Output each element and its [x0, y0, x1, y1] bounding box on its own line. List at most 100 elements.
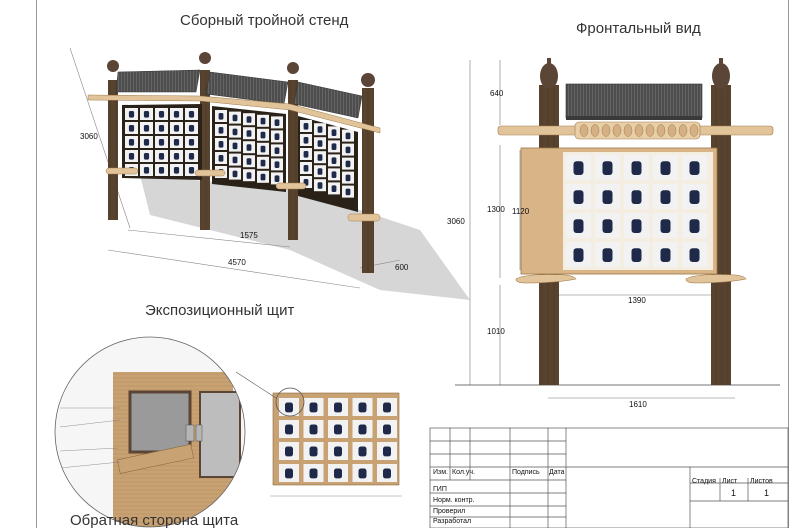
dim-iso-height: 3060 [80, 132, 98, 141]
iso-roof-3 [293, 81, 363, 119]
tile-icon [143, 139, 150, 146]
exhibit-panel-tiles [279, 398, 397, 482]
iso-dim-height-line [69, 47, 131, 229]
tile-icon [309, 468, 318, 479]
tile-icon [128, 125, 135, 132]
tile-icon [317, 126, 323, 133]
dim-front-total-width: 1610 [629, 400, 647, 409]
tb-col-podpis: Подпись [512, 469, 540, 476]
tile-icon [260, 117, 266, 125]
tile-icon [689, 219, 700, 233]
tb-col-data: Дата [549, 469, 565, 476]
tile-icon [383, 402, 391, 413]
tile-icon [158, 125, 165, 132]
tile-icon [358, 402, 367, 413]
tile-icon [573, 248, 584, 262]
iso-panel-1-tiles [125, 108, 198, 176]
tile-icon [345, 188, 351, 196]
tile-icon [285, 468, 293, 479]
tb-row-gip: ГИП [433, 486, 447, 493]
tile-icon [143, 125, 150, 132]
tile-icon [188, 125, 195, 132]
iso-bracket-2 [194, 169, 226, 177]
tile-icon [218, 113, 224, 120]
tile-icon [274, 175, 280, 182]
tile-icon [143, 111, 150, 118]
carved-bead [678, 124, 688, 137]
sheet-border-left [36, 0, 37, 528]
tile-icon [274, 147, 280, 154]
front-finial-tip-right [719, 58, 723, 66]
tile-icon [158, 167, 165, 174]
tile-icon [331, 129, 337, 136]
carved-bead [656, 124, 666, 137]
tb-list-value: 1 [731, 488, 737, 498]
tile-icon [334, 446, 342, 457]
carved-bead [612, 124, 622, 137]
tile-icon [631, 190, 642, 204]
tb-listov-label: Листов [750, 478, 773, 485]
tile-icon [602, 248, 613, 262]
tile-icon [128, 153, 135, 160]
iso-finial-4 [361, 73, 375, 87]
tile-icon [246, 172, 252, 179]
tb-row-normkontr: Норм. контр. [433, 497, 475, 504]
carved-bead [623, 124, 633, 137]
tile-icon [358, 446, 367, 457]
tile-icon [334, 424, 342, 435]
iso-finial-1 [107, 60, 119, 72]
iso-bracket-3 [275, 182, 307, 190]
tile-icon [158, 139, 165, 146]
tile-icon [573, 190, 584, 204]
tile-icon [260, 159, 266, 167]
tile-icon [246, 158, 252, 165]
tile-icon [285, 402, 293, 413]
tile-icon [303, 137, 309, 144]
tile-icon [158, 153, 165, 160]
tile-icon [331, 185, 337, 192]
front-carved-beads [579, 124, 699, 137]
tile-icon [246, 130, 252, 137]
tb-list-label: Лист [722, 478, 738, 485]
iso-post-1 [108, 80, 118, 220]
tile-icon [188, 139, 195, 146]
tile-icon [246, 144, 252, 151]
tile-icon [331, 171, 337, 178]
exhibit-panel-view [235, 371, 402, 497]
tile-icon [317, 182, 323, 189]
tile-icon [232, 156, 238, 164]
tile-icon [285, 424, 293, 435]
detail-clamp-2 [195, 424, 203, 442]
dim-front-roof: 640 [490, 89, 504, 98]
isometric-stand [69, 47, 470, 300]
tile-icon [358, 424, 367, 435]
iso-post-2 [200, 70, 210, 230]
front-panel-tiles [566, 155, 707, 267]
iso-bracket-4 [347, 213, 381, 222]
tile-icon [232, 170, 238, 178]
tile-icon [274, 133, 280, 140]
dim-front-panel-width: 1390 [628, 296, 646, 305]
detail-glass [128, 390, 192, 454]
tile-icon [218, 127, 224, 134]
tile-icon [317, 168, 323, 175]
tb-col-koluch: Кол.уч. [452, 469, 475, 476]
tile-icon [345, 160, 351, 168]
tile-icon [631, 219, 642, 233]
front-bracket-left [515, 274, 577, 284]
tb-stadia-label: Стадия [692, 478, 716, 485]
dim-front-leg: 1010 [487, 327, 505, 336]
tb-listov-value: 1 [764, 488, 770, 498]
tile-icon [274, 161, 280, 168]
front-roof [565, 83, 703, 119]
tile-icon [631, 161, 642, 175]
dim-front-panel-outer: 1300 [487, 205, 505, 214]
tile-icon [309, 402, 318, 413]
iso-finial-3 [287, 62, 299, 74]
tb-row-proveril: Проверил [433, 508, 466, 515]
iso-post-4 [362, 88, 374, 273]
tile-icon [660, 219, 671, 233]
dim-front-total-height: 3060 [447, 217, 465, 226]
carved-bead [667, 124, 677, 137]
tile-icon [689, 161, 700, 175]
